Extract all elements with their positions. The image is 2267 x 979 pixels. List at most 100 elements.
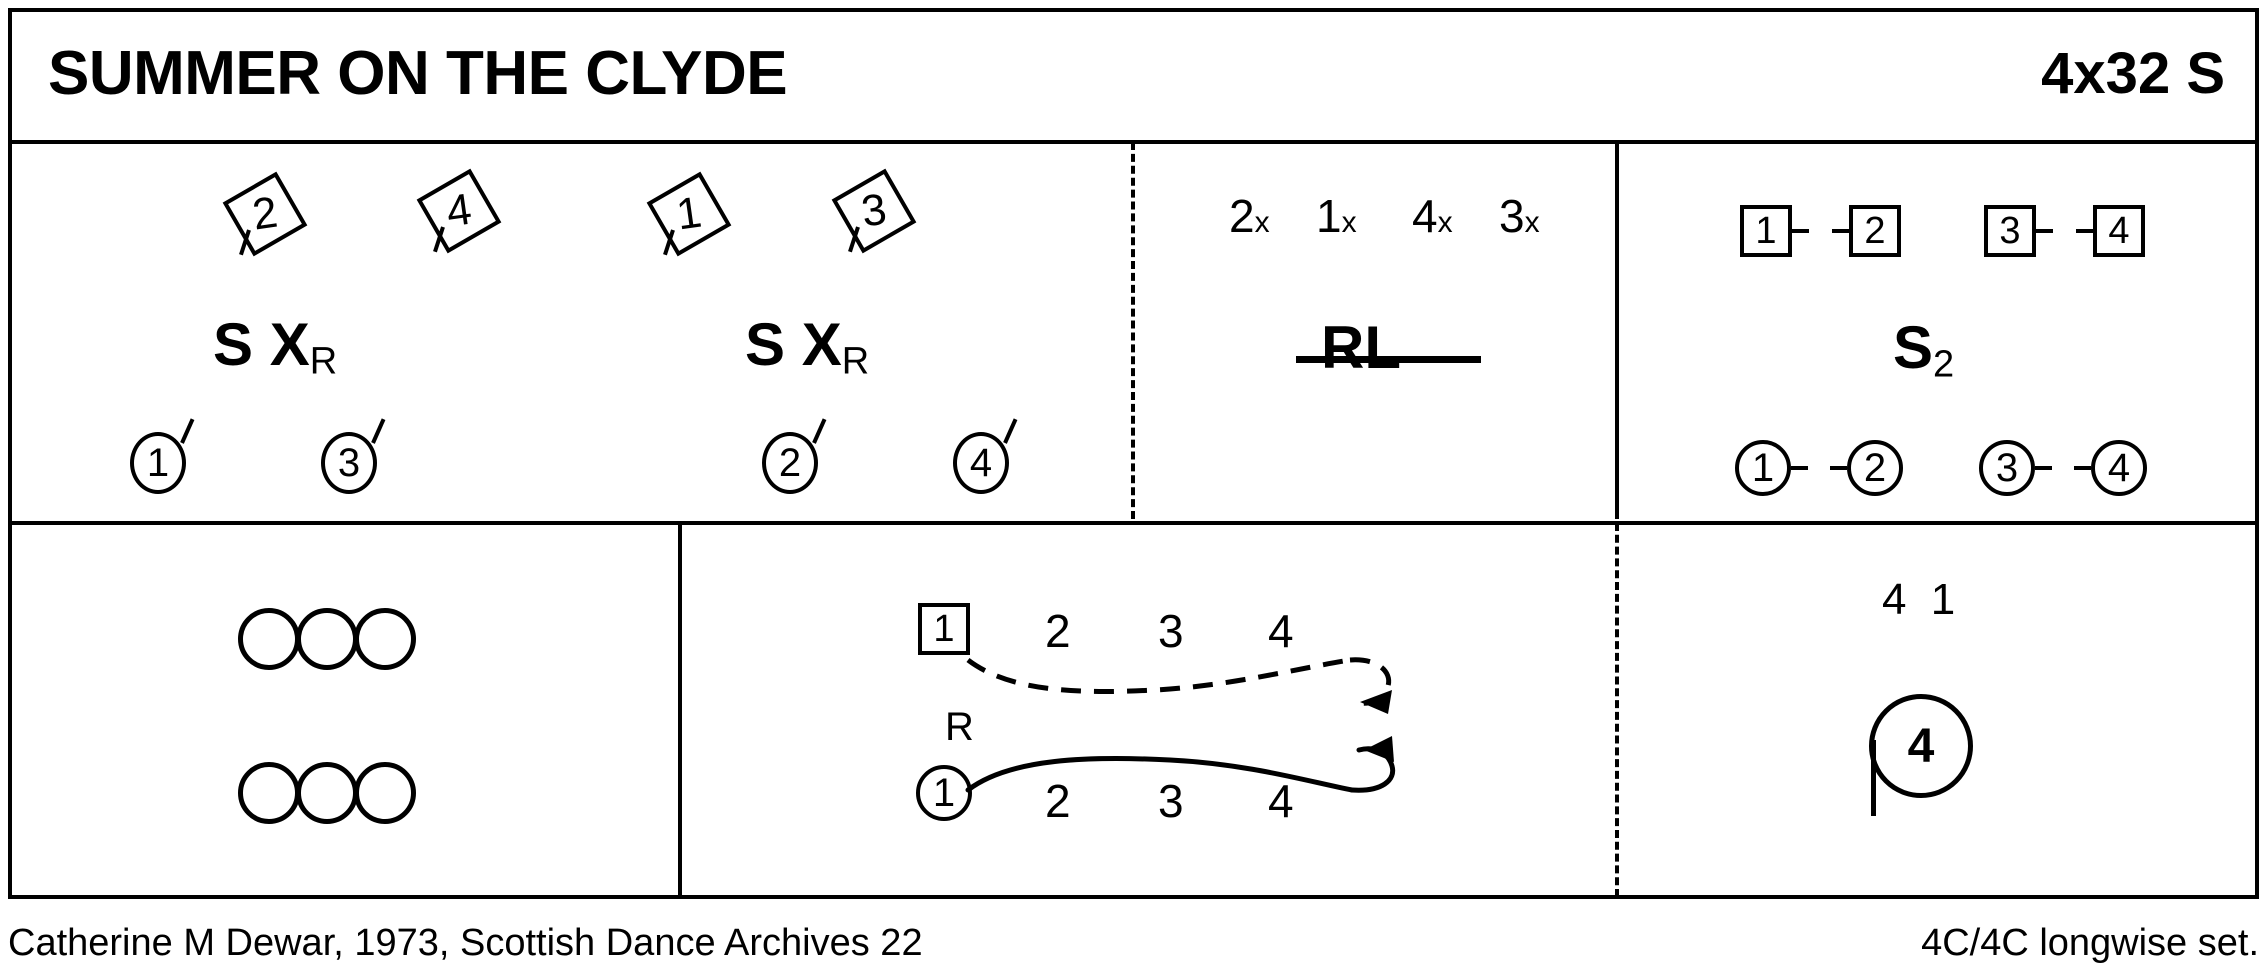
link-nub-icon: [1830, 466, 1847, 470]
position-number: 1: [1316, 190, 1342, 242]
position-marker: 4x: [1412, 193, 1453, 239]
bars-label: 4x32 S: [2041, 41, 2225, 106]
lady-number: 4: [969, 441, 993, 485]
lady-circle-icon: [1735, 440, 1791, 496]
man-box-icon: [1740, 205, 1792, 257]
lady-circled-symbol: 3: [1979, 440, 2052, 496]
lady-symbol: 4: [953, 418, 1018, 494]
man-symbol: 1: [646, 171, 732, 257]
formation-circle: [296, 608, 358, 670]
link-nub-icon: [2035, 466, 2052, 470]
credit-text: Catherine M Dewar, 1973, Scottish Dance …: [8, 922, 923, 964]
lady-number: 3: [337, 441, 361, 485]
hand-label: R: [945, 705, 974, 749]
formation-circle: [354, 762, 416, 824]
track-start-number: 1: [932, 771, 956, 815]
man-box-number: 4: [2108, 210, 2130, 252]
figure-formula: S XR: [745, 315, 870, 383]
lady-circle-number: 3: [1995, 446, 2019, 490]
position-number: 4: [1412, 190, 1438, 242]
lady-circle-icon: [321, 432, 377, 494]
lady-symbol: 3: [321, 418, 386, 494]
man-box-number: 3: [1999, 210, 2021, 252]
figure-formula: S XR: [213, 315, 338, 383]
final-dancer-circle: 4: [1869, 694, 1973, 798]
formation-circle: [296, 762, 358, 824]
lady-circle-icon: [1847, 440, 1903, 496]
position-marker: 3x: [1499, 193, 1540, 239]
lady-symbol: 2: [762, 418, 827, 494]
link-nub-icon: [2036, 229, 2053, 233]
man-boxed-symbol: 3: [1984, 205, 2053, 257]
man-number: 4: [443, 184, 475, 237]
track-position-label: 3: [1158, 775, 1184, 827]
figure-formula-main: S X: [745, 311, 842, 378]
lady-circled-symbol: 4: [2074, 440, 2147, 496]
formation-circle: [238, 608, 300, 670]
lady-circled-symbol: 1: [1735, 440, 1808, 496]
row1-divider-solid: [1615, 142, 1619, 519]
link-nub-icon: [2074, 466, 2091, 470]
track-position-label: 2: [1045, 775, 1071, 827]
track-start-circled: 1: [916, 765, 972, 821]
lady-circle-icon: [130, 432, 186, 494]
man-box-number: 2: [1864, 210, 1886, 252]
link-nub-icon: [1832, 229, 1849, 233]
lady-circle-number: 1: [1751, 446, 1775, 490]
man-symbol: 2: [222, 171, 308, 257]
track-paths: [965, 657, 1396, 793]
solid-track-arrowhead: [1364, 736, 1394, 762]
man-box-number: 1: [1755, 210, 1777, 252]
formation-circle: [238, 762, 300, 824]
sheet-border: [8, 8, 2259, 899]
track-start-boxed: 1: [918, 603, 970, 655]
set-formula-sub: 2: [1933, 343, 1955, 386]
set-formula-main: S: [1893, 314, 1934, 381]
man-box-icon: [918, 603, 970, 655]
link-nub-icon: [2076, 229, 2093, 233]
row-divider: [8, 521, 2259, 525]
set-formula: S2: [1893, 318, 1955, 386]
position-number: 3: [1499, 190, 1525, 242]
position-marker: 1x: [1316, 193, 1357, 239]
link-nub-icon: [1792, 229, 1809, 233]
track-start-number: 1: [933, 608, 955, 650]
set-type-text: 4C/4C longwise set.: [1921, 922, 2259, 964]
track-position-label: 2: [1045, 605, 1071, 657]
track-position-label: 4: [1268, 605, 1294, 657]
formation-circle: [354, 608, 416, 670]
page-title: SUMMER ON THE CLYDE: [48, 39, 788, 108]
position-mark: x: [1524, 206, 1540, 239]
position-mark: x: [1254, 206, 1270, 239]
lady-circle-icon: [916, 765, 972, 821]
man-number: 3: [858, 184, 890, 237]
dashed-track-line: [966, 657, 1351, 694]
row1-divider-dashed: [1131, 142, 1135, 519]
position-mark: x: [1437, 206, 1453, 239]
lady-circle-icon: [953, 432, 1009, 494]
lady-circle-icon: [1979, 440, 2035, 496]
track-position-label: 3: [1158, 605, 1184, 657]
final-order-label: 4 1: [1882, 575, 1962, 624]
lady-circle-icon: [2091, 440, 2147, 496]
position-mark: x: [1341, 206, 1357, 239]
man-box-icon: [2093, 205, 2145, 257]
lady-circle-number: 2: [1863, 446, 1887, 490]
final-dancer-stem-icon: [1871, 740, 1876, 816]
figure-formula-sub: R: [841, 340, 870, 383]
man-number: 1: [673, 187, 705, 240]
man-box-icon: [1984, 205, 2036, 257]
figure-formula-sub: R: [309, 340, 338, 383]
man-number: 2: [249, 187, 281, 240]
row2-divider-dashed: [1615, 523, 1619, 897]
row2-divider-left: [678, 523, 682, 897]
track-position-label: 4: [1268, 775, 1294, 827]
man-boxed-symbol: 2: [1832, 205, 1901, 257]
lady-symbol: 1: [130, 418, 195, 494]
man-symbol: 4: [416, 168, 502, 254]
position-marker: 2x: [1229, 193, 1270, 239]
man-boxed-symbol: 1: [1740, 205, 1809, 257]
lady-circled-symbol: 2: [1830, 440, 1903, 496]
dashed-track-arrowhead: [1360, 690, 1392, 714]
